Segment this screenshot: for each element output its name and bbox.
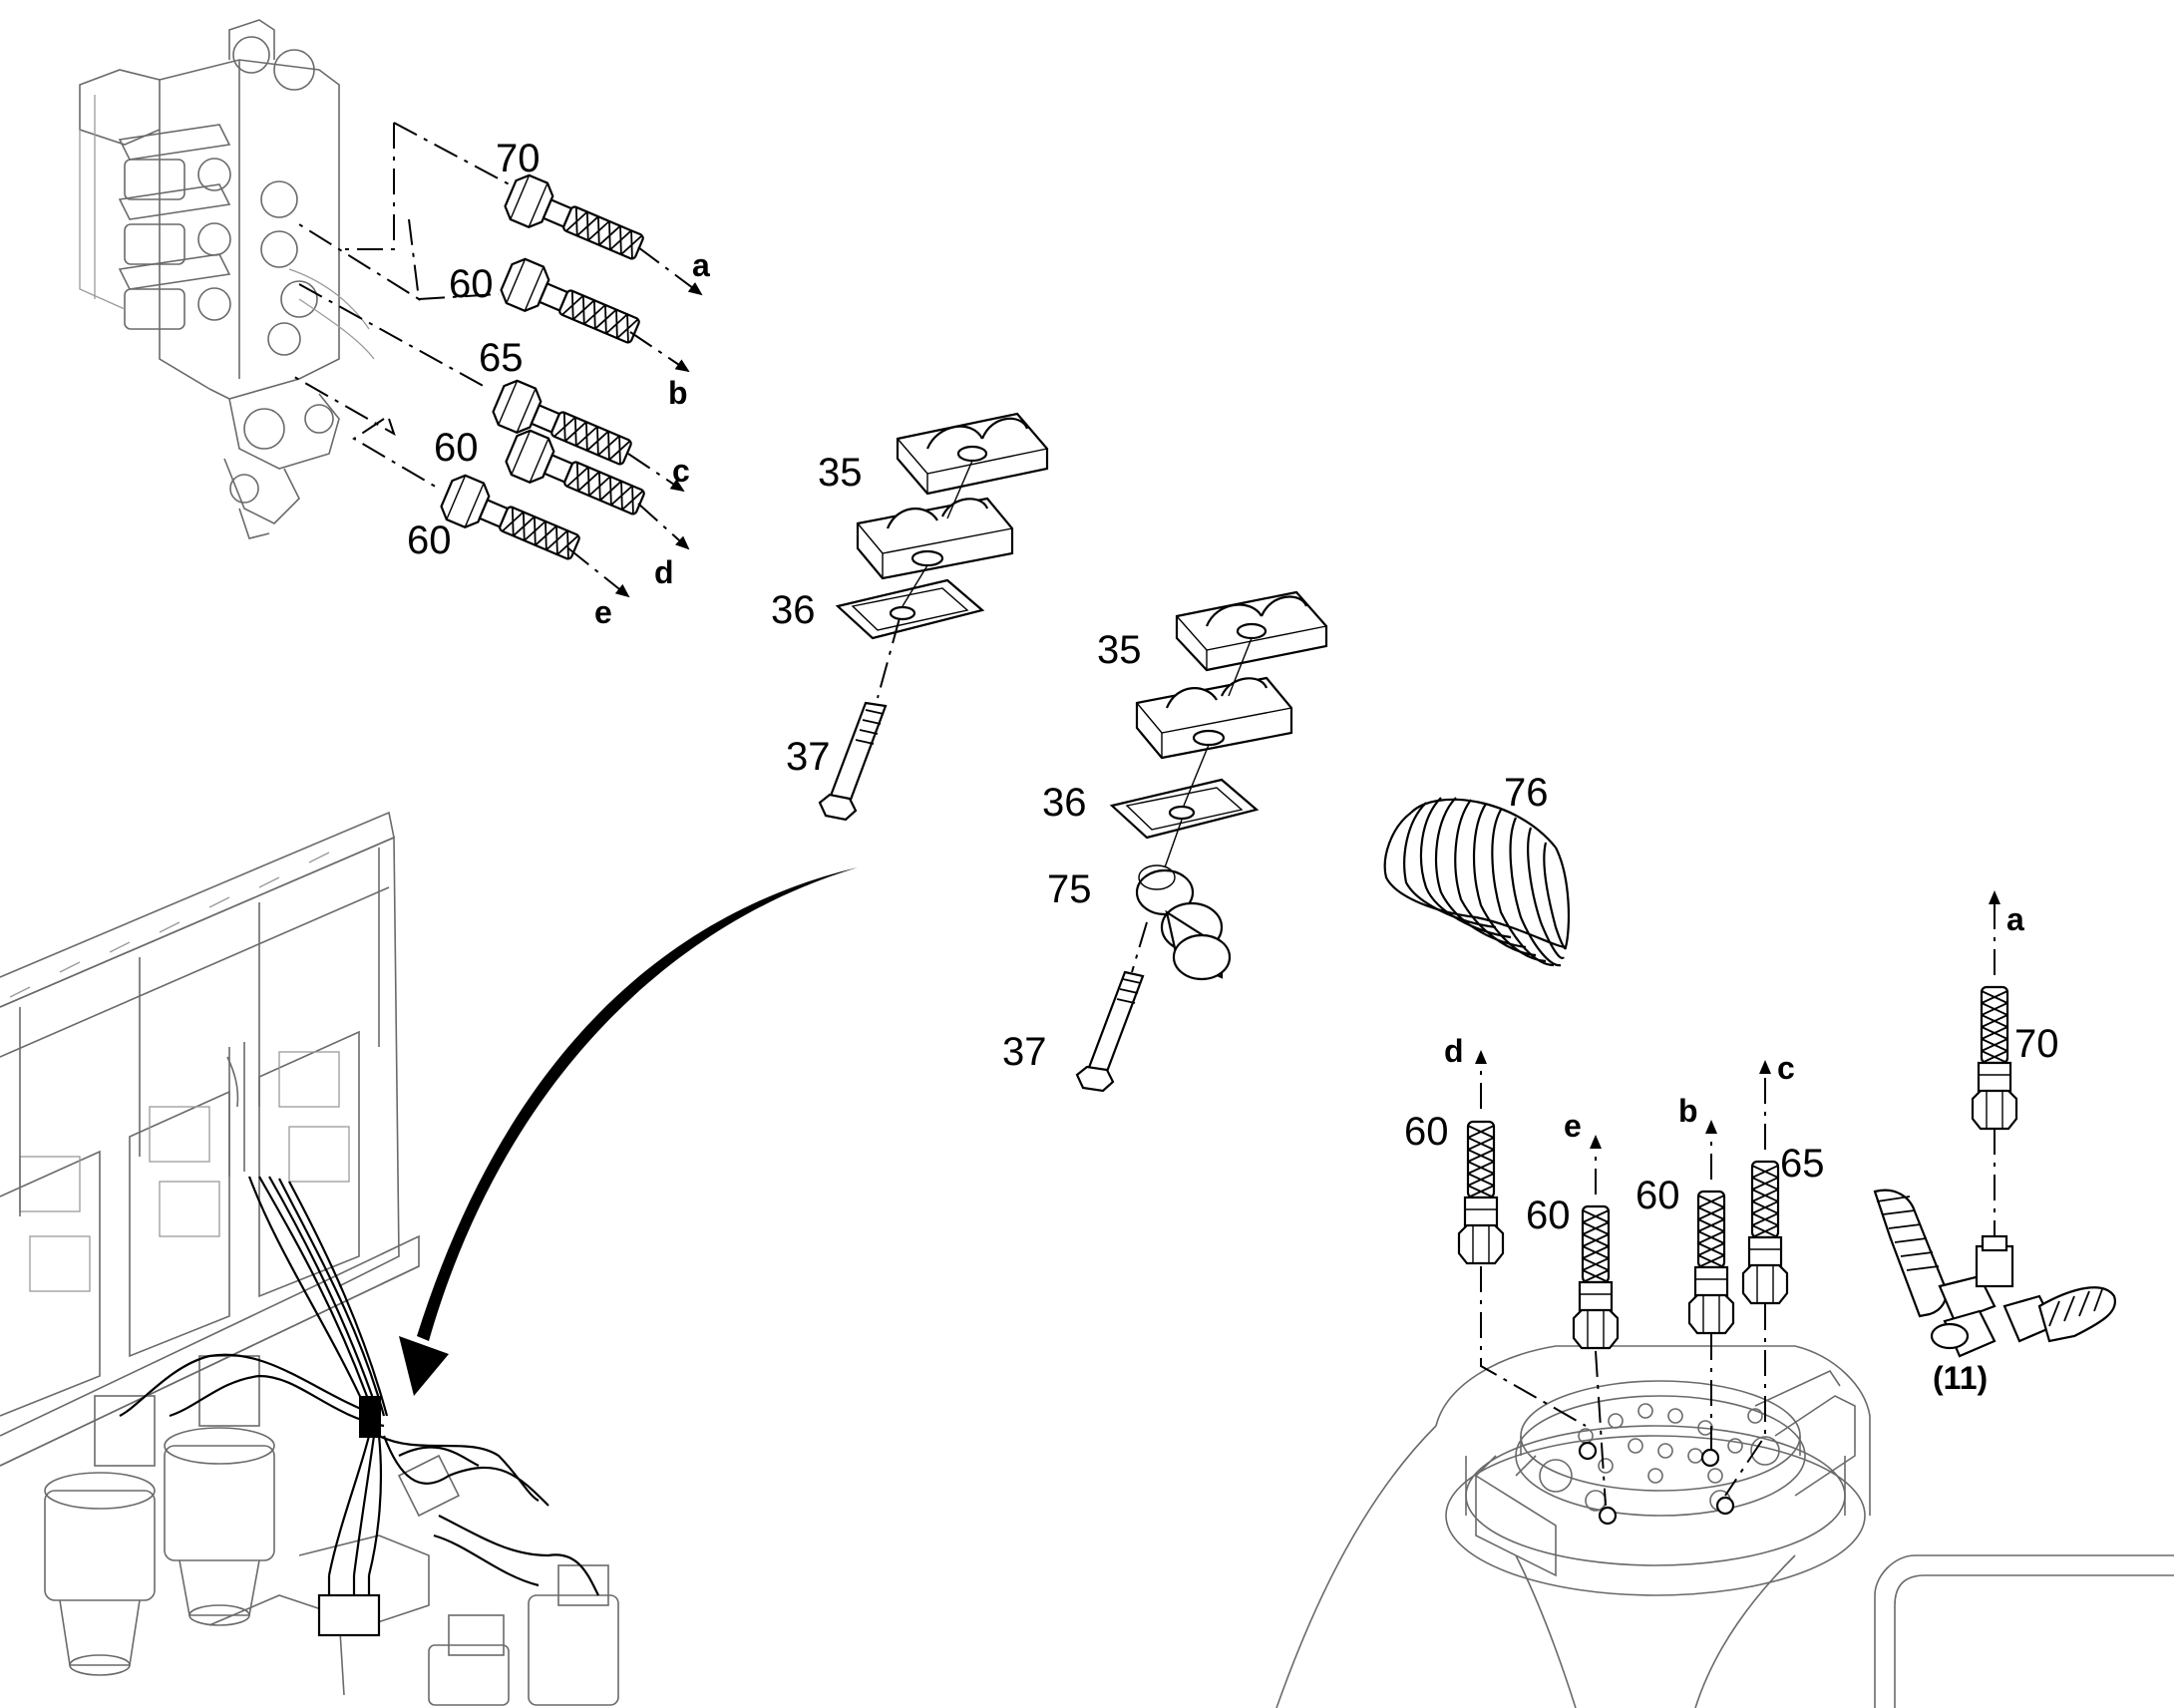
- curved-pointer-arrow: [399, 867, 858, 1396]
- label-37-b: 37: [1002, 1030, 1047, 1074]
- connection-letter-labels: a b c d e d e b c a: [594, 247, 2024, 1144]
- arrow-a-top: [637, 246, 703, 296]
- label-65-bottom: 65: [1780, 1142, 1825, 1186]
- label-70-bottom: 70: [2014, 1022, 2059, 1066]
- letter-e-top: e: [594, 594, 612, 630]
- label-60-bottom-2: 60: [1526, 1194, 1571, 1237]
- letter-b-top: b: [668, 375, 688, 411]
- label-36-b: 36: [1042, 781, 1087, 825]
- rotary-base-assembly: [1275, 1345, 2174, 1708]
- arrow-d-top: [637, 503, 690, 550]
- bottom-fitting-60-b: [1687, 1190, 1735, 1335]
- letter-e-bottom: e: [1564, 1108, 1582, 1144]
- arrow-c-top: [627, 453, 685, 493]
- letter-d-top: d: [654, 554, 674, 590]
- bottom-fitting-60-e: [1572, 1204, 1620, 1350]
- letter-c-top: c: [672, 453, 690, 489]
- label-60-top-2: 60: [434, 426, 479, 470]
- label-35-b: 35: [1097, 628, 1142, 672]
- label-60-bottom-3: 60: [1635, 1174, 1680, 1217]
- label-65-top: 65: [479, 336, 524, 380]
- label-36-a: 36: [771, 588, 816, 632]
- label-60-top-1: 60: [449, 262, 494, 306]
- top-hose-fitting-70: [500, 170, 650, 271]
- letter-a-bottom: a: [2006, 901, 2024, 937]
- letter-d-bottom: d: [1444, 1033, 1464, 1069]
- label-70-top: 70: [496, 137, 541, 180]
- label-11: (11): [1933, 1360, 1988, 1396]
- coil-spring-76: [1383, 797, 1571, 967]
- cable-harness: [119, 1176, 599, 1637]
- letter-b-bottom: b: [1678, 1093, 1698, 1129]
- label-75: 75: [1047, 867, 1092, 911]
- top-hose-fitting-60-c: [436, 470, 586, 571]
- label-60-top-3: 60: [407, 518, 452, 562]
- label-37-a: 37: [786, 735, 831, 779]
- valve-block-assembly: [79, 19, 375, 539]
- clamp-assembly-b: [1075, 590, 1328, 1093]
- tee-fitting-11: [1873, 1189, 2117, 1358]
- letter-c-bottom: c: [1777, 1050, 1795, 1086]
- machine-frame-assembly: [0, 811, 619, 1706]
- label-60-bottom-1: 60: [1404, 1110, 1449, 1154]
- label-35-a: 35: [818, 451, 863, 495]
- letter-a-top: a: [692, 247, 710, 283]
- bottom-fitting-60-d: [1457, 1120, 1505, 1265]
- part-number-labels: 70 60 65 60 60 35 36 37 35 36 75 37 76 6…: [407, 137, 2059, 1396]
- arrow-e-top: [567, 547, 630, 598]
- valve-leader-lines: [288, 122, 520, 490]
- arrow-b-top: [629, 331, 690, 373]
- bottom-fitting-70: [1971, 985, 2018, 1131]
- label-76: 76: [1504, 771, 1549, 815]
- clamp-assembly-a: [818, 412, 1049, 822]
